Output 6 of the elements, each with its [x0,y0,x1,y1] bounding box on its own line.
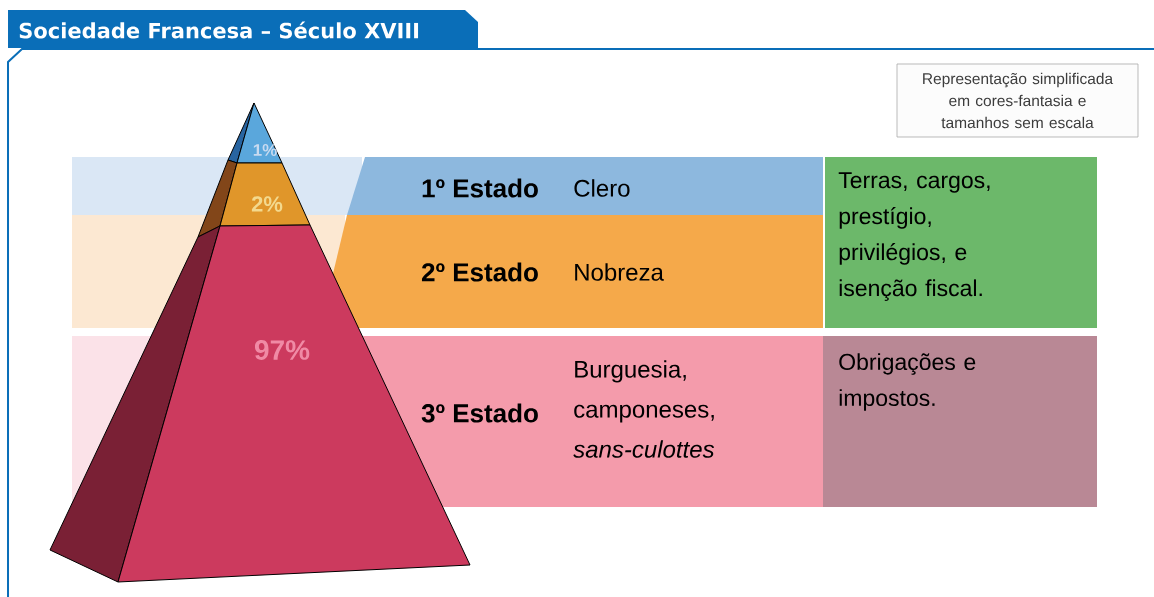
note-box: Representação simplificada em cores-fantasia e tamanhos sem escala [896,63,1139,138]
pyramid-section: 2% [197,159,311,238]
title-tab: Sociedade Francesa – Século XVIII [8,10,478,48]
info-box: Obrigações e impostos. [823,336,1097,507]
info-box: Terras, cargos, prestígio, privilégios, e isenção fiscal. [825,157,1097,328]
pyramid-section: 1% [227,102,283,164]
